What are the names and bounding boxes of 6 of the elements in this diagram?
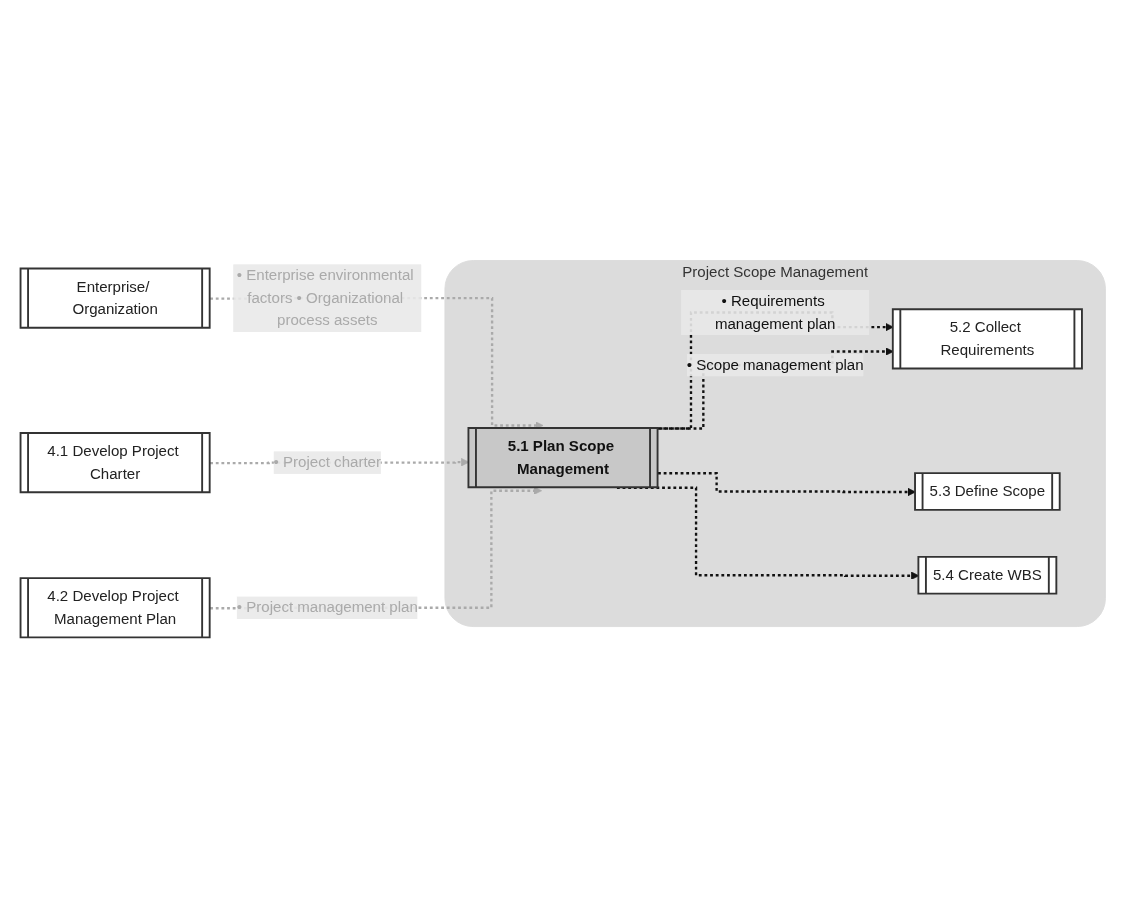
edge-label: • Project management plan [236,598,418,615]
arrow [658,471,916,496]
edge-label: • Project charter [273,453,381,470]
edge-label: • Scope management plan [686,356,864,373]
edge-label: • Requirements management plan [714,292,836,331]
edge-label: • Enterprise environmental factors • Organizational process assets [236,266,414,328]
